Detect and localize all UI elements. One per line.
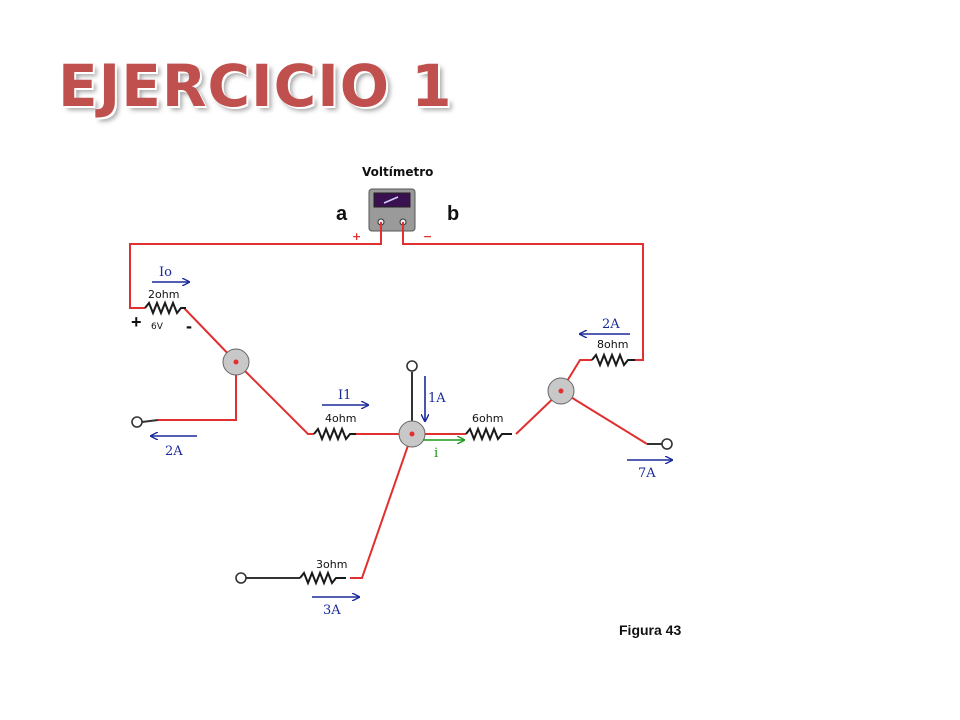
terminal-bottom (235, 572, 247, 584)
label-6ohm: 6ohm (472, 412, 503, 425)
source-plus-sign: + (131, 312, 142, 332)
nodes (222, 348, 575, 448)
label-i: i (434, 446, 438, 461)
resistor-labels: 2ohm 4ohm 6ohm 8ohm 3ohm (148, 288, 628, 571)
wire-right-node-branch (560, 390, 648, 445)
terminal-b-label: b (447, 203, 459, 225)
resistor-2ohm (144, 300, 186, 316)
wire-center-to-3ohm (350, 433, 413, 579)
label-io: Io (159, 265, 172, 280)
resistors (144, 300, 635, 586)
voltmeter-plus-sign: + (352, 230, 361, 243)
terminal-top (406, 360, 418, 372)
label-i1: I1 (338, 388, 351, 403)
label-8ohm: 8ohm (597, 338, 628, 351)
label-2ohm: 2ohm (148, 288, 179, 301)
wire-source-to-4ohm (183, 307, 314, 435)
node-center-dot (409, 431, 415, 437)
label-right-2a: 2A (602, 317, 620, 332)
source-6v: + 6V - (131, 312, 192, 336)
terminal-right (661, 438, 673, 450)
voltmeter-label: Voltímetro (362, 165, 433, 179)
resistor-6ohm (465, 426, 512, 442)
node-right-dot (558, 388, 564, 394)
voltmeter-minus-sign: − (423, 230, 432, 243)
label-left-2a: 2A (165, 444, 183, 459)
wire-voltmeter-minus (402, 222, 644, 361)
terminals (131, 360, 673, 584)
voltmeter: Voltímetro + − a b (336, 165, 459, 243)
slide-title: EJERCICIO 1 (58, 52, 453, 120)
wire-left-node-branch (158, 362, 237, 421)
resistor-8ohm (591, 352, 635, 368)
source-value: 6V (151, 322, 164, 332)
label-3a: 3A (323, 603, 341, 618)
node-left-dot (233, 359, 239, 365)
source-minus-sign: - (186, 316, 192, 336)
label-4ohm: 4ohm (325, 412, 356, 425)
current-arrows: Io I1 i 1A 2A 2A 7A 3A (151, 265, 672, 618)
terminal-leads (141, 372, 662, 579)
label-1a: 1A (428, 391, 446, 406)
terminal-a-label: a (336, 203, 348, 225)
label-3ohm: 3ohm (316, 558, 347, 571)
resistor-4ohm (313, 426, 356, 442)
wire-6ohm-to-8ohm (515, 359, 592, 435)
label-7a: 7A (638, 466, 656, 481)
lead-left-terminal (141, 419, 159, 423)
wire-voltmeter-plus (129, 222, 382, 309)
figure-caption: Figura 43 (619, 622, 682, 638)
wires (129, 222, 648, 579)
voltmeter-needle (383, 196, 399, 204)
terminal-left (131, 416, 143, 428)
resistor-3ohm (299, 570, 346, 586)
